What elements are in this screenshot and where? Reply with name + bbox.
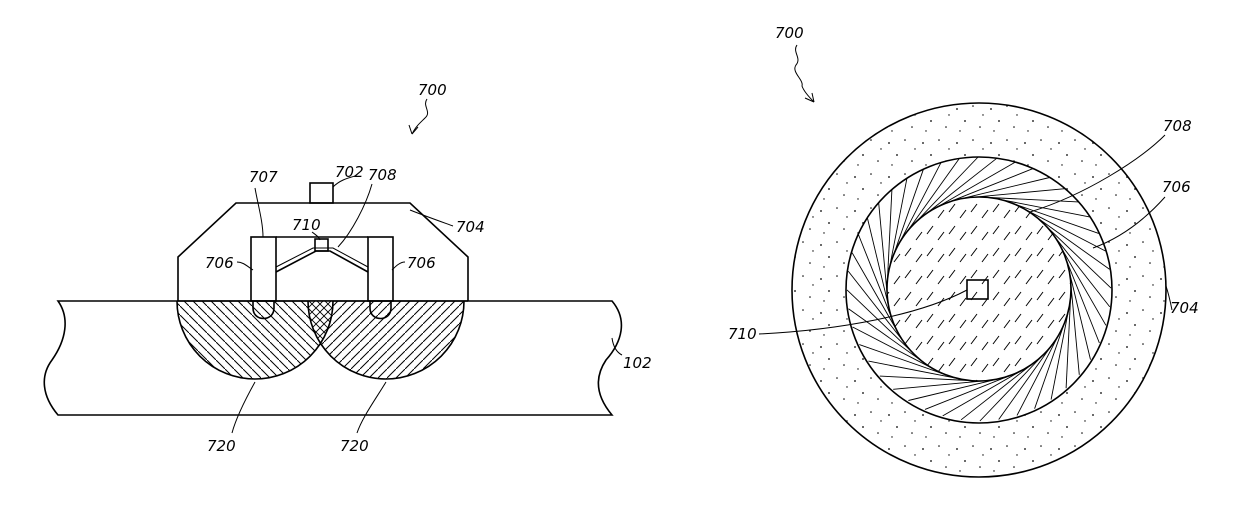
label-708: 708 [368, 166, 397, 184]
label-710: 710 [292, 216, 321, 234]
label-700-top: 700 [775, 24, 804, 42]
label-102: 102 [623, 354, 652, 372]
label-706-top: 706 [1162, 178, 1191, 196]
label-720-left: 720 [207, 437, 236, 455]
side-view: 700 702 708 707 710 704 706 706 102 720 … [44, 81, 651, 455]
label-706-left: 706 [205, 254, 234, 272]
side-block-left-706 [251, 237, 276, 301]
label-700: 700 [418, 81, 447, 99]
label-707: 707 [249, 168, 278, 186]
label-710-top: 710 [728, 325, 757, 343]
leader-720-right [357, 382, 386, 433]
inner-disk-hatch [887, 197, 1071, 381]
label-702: 702 [335, 163, 364, 181]
leader-720-left [232, 382, 255, 433]
center-element-710 [315, 239, 328, 251]
label-708-top: 708 [1163, 117, 1192, 135]
label-704-top: 704 [1170, 299, 1199, 317]
top-view: 700 708 706 704 710 [728, 24, 1199, 477]
label-704: 704 [456, 218, 485, 236]
top-element-702 [310, 183, 333, 203]
side-block-right-706 [368, 237, 393, 301]
leader-700-top [795, 45, 814, 102]
leader-707 [255, 188, 263, 237]
leader-706-right [392, 262, 405, 270]
leader-102 [612, 338, 622, 355]
housing-704 [178, 203, 468, 301]
label-720-right: 720 [340, 437, 369, 455]
label-706-right: 706 [407, 254, 436, 272]
reflector-708 [276, 251, 368, 272]
leader-700 [412, 99, 428, 134]
